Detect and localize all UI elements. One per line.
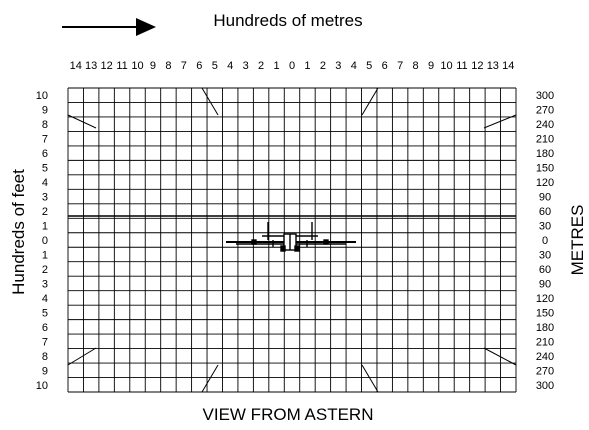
left-tick-label: 1 bbox=[42, 249, 48, 261]
left-tick-label: 5 bbox=[42, 307, 48, 319]
left-tick-label: 6 bbox=[42, 322, 48, 334]
corner-mark-bottom-right-b bbox=[483, 347, 517, 366]
left-tick-label: 9 bbox=[42, 105, 48, 117]
top-tick-label: 10 bbox=[131, 60, 143, 72]
right-tick-label: 240 bbox=[536, 351, 554, 363]
corner-mark-top-right-a bbox=[361, 87, 379, 116]
right-tick-label: 180 bbox=[536, 322, 554, 334]
top-tick-label: 12 bbox=[471, 60, 483, 72]
corner-mark-top-left-b bbox=[67, 114, 97, 129]
corner-mark-top-right-b bbox=[483, 114, 517, 129]
top-tick-label: 14 bbox=[502, 60, 514, 72]
left-tick-label: 10 bbox=[36, 380, 48, 392]
top-tick-label: 3 bbox=[243, 60, 249, 72]
right-tick-label: 150 bbox=[536, 307, 554, 319]
left-tick-label: 2 bbox=[42, 264, 48, 276]
right-tick-label: 90 bbox=[539, 192, 551, 204]
top-tick-label: 2 bbox=[258, 60, 264, 72]
corner-mark-bottom-left-b bbox=[67, 347, 97, 366]
top-tick-label: 11 bbox=[116, 60, 127, 72]
right-tick-label: 150 bbox=[536, 163, 554, 175]
top-tick-label: 5 bbox=[366, 60, 372, 72]
right-tick-label: 30 bbox=[539, 221, 551, 233]
left-tick-label: 3 bbox=[42, 278, 48, 290]
top-tick-label: 12 bbox=[100, 60, 112, 72]
left-tick-label: 1 bbox=[42, 221, 48, 233]
right-tick-label: 0 bbox=[542, 235, 548, 247]
top-tick-label: 2 bbox=[320, 60, 326, 72]
top-tick-label: 9 bbox=[150, 60, 156, 72]
top-axis-title: Hundreds of metres bbox=[213, 11, 362, 30]
top-tick-label: 10 bbox=[440, 60, 452, 72]
right-tick-label: 210 bbox=[536, 336, 554, 348]
right-tick-label: 300 bbox=[536, 90, 554, 102]
right-tick-label: 270 bbox=[536, 365, 554, 377]
right-arrow-icon bbox=[62, 18, 156, 36]
top-tick-label: 14 bbox=[70, 60, 82, 72]
corner-marks bbox=[67, 87, 517, 393]
left-tick-label: 0 bbox=[42, 235, 48, 247]
top-tick-label: 1 bbox=[304, 60, 310, 72]
top-tick-label: 11 bbox=[456, 60, 467, 72]
left-tick-label: 7 bbox=[42, 134, 48, 146]
top-tick-label: 1 bbox=[273, 60, 279, 72]
left-tick-label: 2 bbox=[42, 206, 48, 218]
top-tick-label: 7 bbox=[181, 60, 187, 72]
left-tick-label: 8 bbox=[42, 351, 48, 363]
right-tick-label: 210 bbox=[536, 134, 554, 146]
right-tick-label: 120 bbox=[536, 177, 554, 189]
corner-mark-bottom-right-a bbox=[361, 364, 379, 393]
top-tick-label: 6 bbox=[196, 60, 202, 72]
corner-mark-top-left-a bbox=[201, 87, 219, 116]
left-axis-title: Hundreds of feet bbox=[9, 169, 28, 295]
top-tick-label: 5 bbox=[212, 60, 218, 72]
corner-mark-bottom-left-a bbox=[201, 364, 219, 393]
left-tick-label: 10 bbox=[36, 90, 48, 102]
right-tick-labels: 3002702402101801501209060300306090120150… bbox=[536, 90, 554, 392]
left-tick-label: 5 bbox=[42, 163, 48, 175]
left-tick-label: 9 bbox=[42, 365, 48, 377]
right-tick-label: 300 bbox=[536, 380, 554, 392]
left-tick-label: 8 bbox=[42, 119, 48, 131]
top-tick-label: 7 bbox=[397, 60, 403, 72]
top-tick-label: 13 bbox=[85, 60, 97, 72]
top-tick-label: 13 bbox=[487, 60, 499, 72]
right-tick-label: 240 bbox=[536, 119, 554, 131]
grid bbox=[67, 87, 517, 393]
left-tick-label: 7 bbox=[42, 336, 48, 348]
right-tick-label: 30 bbox=[539, 249, 551, 261]
right-tick-label: 90 bbox=[539, 278, 551, 290]
left-tick-label: 4 bbox=[42, 293, 48, 305]
right-tick-label: 60 bbox=[539, 206, 551, 218]
top-tick-label: 6 bbox=[382, 60, 388, 72]
left-tick-label: 4 bbox=[42, 177, 48, 189]
left-tick-label: 3 bbox=[42, 192, 48, 204]
right-tick-label: 270 bbox=[536, 105, 554, 117]
top-tick-label: 3 bbox=[335, 60, 341, 72]
top-tick-label: 0 bbox=[289, 60, 295, 72]
right-axis-title: METRES bbox=[568, 205, 587, 276]
top-tick-label: 8 bbox=[165, 60, 171, 72]
right-tick-label: 60 bbox=[539, 264, 551, 276]
right-tick-label: 180 bbox=[536, 148, 554, 160]
top-tick-label: 4 bbox=[227, 60, 233, 72]
top-tick-label: 4 bbox=[351, 60, 357, 72]
top-tick-label: 8 bbox=[413, 60, 419, 72]
top-tick-label: 9 bbox=[428, 60, 434, 72]
left-tick-label: 6 bbox=[42, 148, 48, 160]
bottom-title: VIEW FROM ASTERN bbox=[203, 405, 374, 424]
aircraft-rear-view-icon bbox=[226, 222, 356, 252]
right-tick-label: 120 bbox=[536, 293, 554, 305]
